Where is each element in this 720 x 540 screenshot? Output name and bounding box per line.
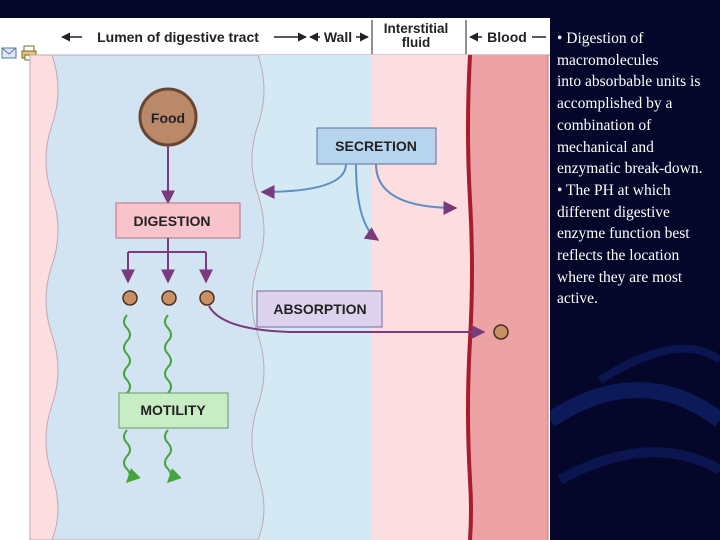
digestion-label: DIGESTION	[133, 213, 210, 229]
secretion-box	[316, 127, 437, 165]
side-text-paragraph-1: • Digestion of macromolecules into absor…	[557, 30, 703, 178]
wall-label: Wall	[324, 29, 352, 45]
secretion-arrow-wall	[355, 163, 380, 241]
interstitial-label-line1: Interstitial	[384, 21, 449, 36]
background-swirl	[557, 447, 720, 485]
nutrient-particle	[161, 290, 177, 306]
motility-wave-lower	[164, 429, 182, 483]
absorption-box	[256, 290, 383, 328]
motility-wave-lower	[123, 429, 141, 483]
secretion-arrow-lumen	[260, 163, 347, 199]
absorption-arrow	[208, 305, 486, 339]
interstitial-label-line2: fluid	[402, 35, 431, 50]
motility-wave-upper	[164, 314, 172, 394]
blood-region	[468, 55, 548, 540]
blood-vessel-wall	[466, 54, 474, 540]
lumen-left-edge	[29, 54, 59, 540]
blood-label: Blood	[487, 29, 527, 45]
nutrient-particle	[122, 290, 138, 306]
side-text-paragraph-2: • The PH at which different digestive en…	[557, 181, 690, 308]
secretion-label: SECRETION	[335, 138, 417, 154]
nutrient-particle	[199, 290, 215, 306]
mail-icon[interactable]	[1, 45, 17, 61]
lumen-label: Lumen of digestive tract	[97, 29, 259, 45]
motility-label: MOTILITY	[140, 402, 206, 418]
motility-box	[118, 392, 229, 429]
background-swirl	[545, 382, 720, 427]
food-label: Food	[151, 110, 185, 126]
digestion-box	[115, 202, 241, 239]
background-swirl	[597, 344, 720, 384]
side-text: • Digestion of macromolecules into absor…	[557, 28, 719, 310]
absorption-label: ABSORPTION	[273, 301, 366, 317]
absorbed-particle	[493, 324, 509, 340]
motility-wave-upper	[123, 314, 131, 394]
secretion-arrow-blood	[375, 163, 458, 215]
